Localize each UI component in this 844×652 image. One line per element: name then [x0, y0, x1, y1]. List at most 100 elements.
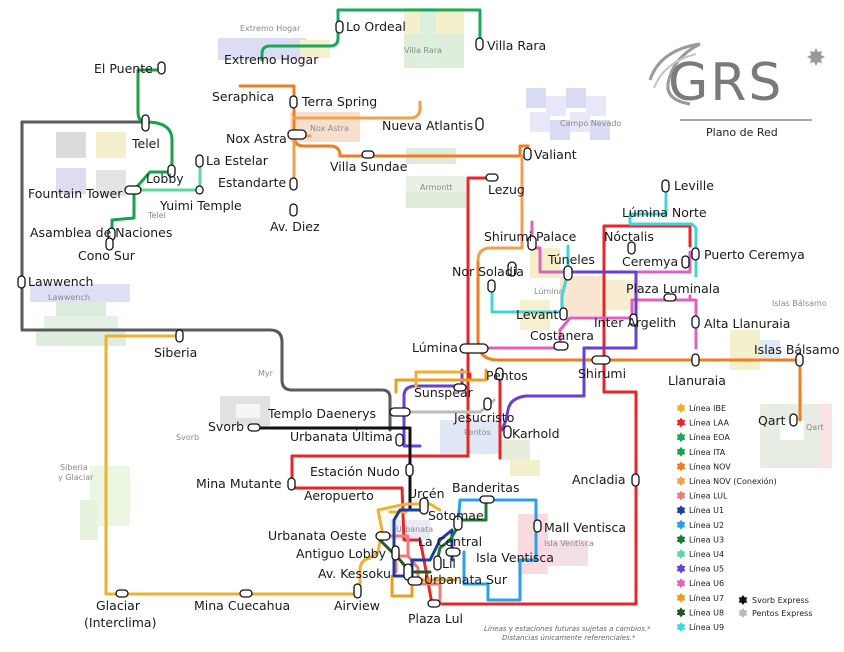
legend-label: Línea U8 [689, 608, 724, 617]
legend-item: Línea NOV (Conexión) [676, 476, 777, 486]
station-terra-spring: Terra Spring [301, 94, 377, 109]
area-urbanata: Urbanata [396, 525, 433, 534]
station-islas-balsamo: Islas Bálsamo [754, 342, 840, 357]
station-isla-ventisca: Isla Ventisca [476, 550, 554, 565]
line-badge-icon [676, 578, 686, 589]
area-extremo-hogar: Extremo Hogar [240, 24, 301, 33]
station-costanera: Costanera [530, 328, 594, 343]
station-nox-astra: Nox Astra [226, 131, 287, 146]
line-badge-icon [676, 534, 686, 545]
station-ancladia: Ancladia [572, 472, 626, 487]
station-noctalis: Nóctalis [604, 229, 654, 244]
line-badge-icon [676, 592, 686, 603]
legend-label: Línea U6 [689, 579, 724, 588]
logo-text: GRS [668, 53, 783, 113]
line-u5 [500, 270, 638, 432]
legend-item: Línea U4 [676, 549, 724, 559]
station-plaza-lul: Plaza Lul [408, 611, 463, 626]
area-myr: Myr [258, 369, 274, 378]
legend-item: Línea EOA [676, 432, 730, 443]
station-seraphica: Seraphica [212, 89, 274, 104]
legend-label: Línea U7 [689, 594, 724, 603]
line-badge-icon [676, 417, 686, 428]
station-mall-ventisca: Mall Ventisca [544, 520, 626, 535]
station-puerto-ceremya: Puerto Ceremya [704, 247, 805, 262]
station-estandarte: Estandarte [218, 175, 287, 190]
area-pentos: Pentos [464, 428, 491, 437]
area-campo-nevado: Campo Nevado [560, 119, 621, 128]
legend-label: Línea LAA [689, 419, 729, 428]
station-la-estelar: La Estelar [206, 153, 269, 168]
legend-label: Línea U3 [689, 535, 724, 544]
area-siberia-glaciar-1: Siberia [60, 463, 88, 472]
station-mina-cuecahua: Mina Cuecahua [194, 598, 290, 613]
station-villa-rara: Villa Rara [487, 38, 546, 53]
station-lumina: Lúmina [412, 340, 458, 355]
line-gray [20, 120, 392, 432]
station-alta-llanuraia: Alta Llanuraia [704, 316, 790, 331]
station-extremo-hogar: Extremo Hogar [224, 52, 319, 67]
line-u7 [390, 368, 488, 598]
station-asamblea: Asamblea de Naciones [30, 225, 172, 240]
station-leville: Leville [674, 178, 714, 193]
legend-label: Línea NOV [689, 462, 731, 471]
grs-logo: GRS Plano de Red [648, 42, 825, 139]
station-el-puente: El Puente [94, 61, 153, 76]
station-templo-daenerys: Templo Daenerys [267, 406, 376, 421]
station-karhold: Karhold [512, 426, 560, 441]
line-ibe-n [414, 370, 468, 388]
station-urbanata-sur: Urbanata Sur [424, 572, 508, 587]
logo-subtitle: Plano de Red [706, 126, 778, 139]
legend-item: Línea IBE [676, 403, 726, 413]
station-valiant: Valiant [534, 147, 577, 162]
area-islas-balsamo: Islas Bálsamo [772, 299, 827, 308]
line-badge-icon [676, 403, 686, 413]
station-shirumi-palace: Shirumi Palace [484, 229, 577, 244]
station-aeropuerto: Aeropuerto [304, 488, 374, 503]
area-nox-astra: Nox Astra [310, 124, 349, 133]
area-isla-ventisca: Isla Ventisca [544, 539, 594, 548]
line-ita [110, 68, 174, 244]
station-sotomae: Sotomae [428, 508, 484, 523]
station-urbanata-ultima: Urbanata Última [290, 429, 393, 444]
express-item: Svorb Express [738, 595, 809, 605]
station-urbanata-oeste: Urbanata Oeste [268, 528, 367, 543]
station-nor-soladia: Nor Soladia [452, 264, 524, 279]
station-lil: Lil [442, 556, 456, 571]
station-antiguo-lobby: Antiguo Lobby [296, 546, 387, 561]
line-badge-icon [676, 622, 686, 632]
legend-item: Línea U6 [676, 578, 724, 589]
station-lezug: Lezug [488, 182, 525, 197]
legend-item: Línea U9 [676, 622, 724, 632]
footnote-line2: Distancias únicamente referenciales.* [502, 634, 636, 642]
legend-item: Línea U8 [676, 607, 724, 618]
station-lo-ordeal: Lo Ordeal [346, 19, 406, 34]
line-badge-icon [676, 446, 686, 457]
legend-item: Línea U5 [676, 563, 724, 574]
area-svorb: Svorb [176, 433, 199, 442]
station-av-diez: Av. Diez [270, 219, 320, 234]
legend-item: Línea U1 [676, 505, 724, 516]
line-badge-icon [676, 519, 686, 530]
station-telel: Telel [131, 136, 160, 151]
legend-item: Línea U7 [676, 592, 724, 603]
area-labels: Extremo Hogar Villa Rara Nox Astra Campo… [48, 24, 827, 548]
station-ceremya: Ceremya [622, 254, 678, 269]
area-telel: Telel [147, 211, 166, 220]
area-qart: Qart [806, 423, 824, 432]
express-label: Svorb Express [752, 596, 809, 605]
line-badge-icon [676, 549, 686, 559]
legend-item: Línea NOV [676, 461, 731, 472]
legend-item: Línea ITA [676, 446, 726, 457]
legend-label: Línea U5 [689, 565, 724, 574]
station-siberia: Siberia [154, 345, 197, 360]
station-llanuraia: Llanuraia [668, 373, 726, 388]
station-yuimi-temple: Yuimi Temple [159, 198, 242, 213]
line-badge-icon [676, 490, 686, 501]
express-label: Pentos Express [752, 609, 813, 618]
station-qart: Qart [758, 413, 786, 428]
station-svorb: Svorb [208, 419, 244, 434]
station-labels: Lo Ordeal Villa Rara Extremo Hogar El Pu… [28, 19, 840, 630]
